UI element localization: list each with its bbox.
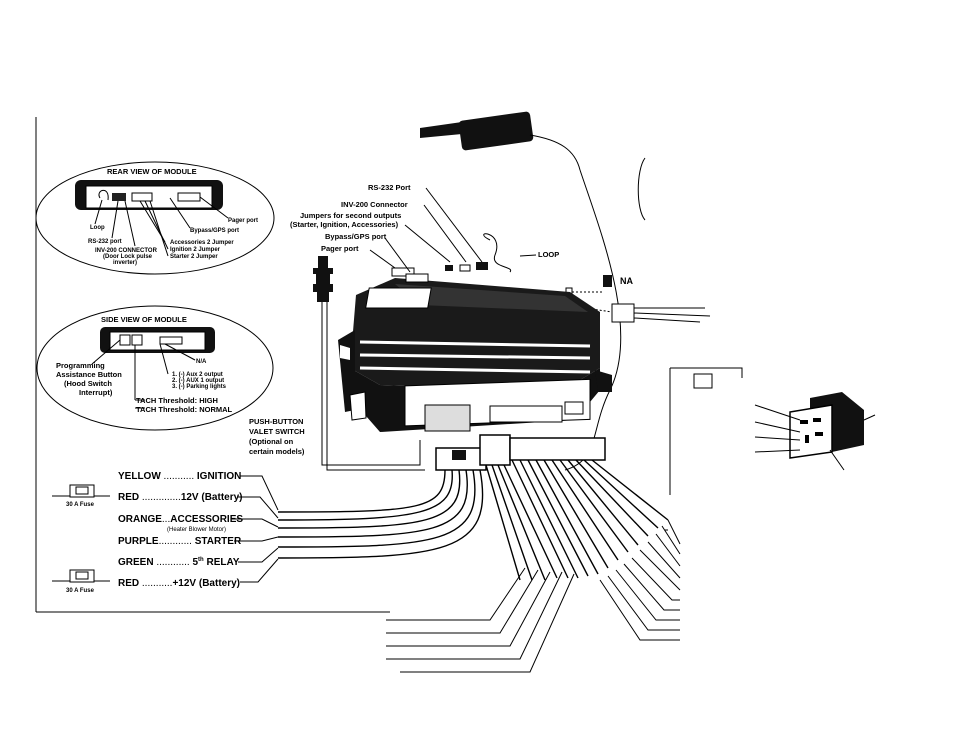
main-module <box>338 233 612 432</box>
tach-high-label: TACH Threshold: HIGH <box>136 396 218 405</box>
side-view-oval <box>36 305 274 431</box>
side-view-title: SIDE VIEW OF MODULE <box>101 315 187 324</box>
side-na-label: N/A <box>196 359 207 365</box>
rear-view-title: REAR VIEW OF MODULE <box>107 167 197 176</box>
aux2-label: 1. (-) Aux 2 output <box>172 372 223 378</box>
valet-label-2: VALET SWITCH <box>249 427 305 436</box>
wire-green: GREEN ............ 5th RELAY <box>118 557 240 568</box>
jumpers-label-2: (Starter, Ignition, Accessories) <box>290 220 399 229</box>
partial-frame <box>669 367 743 495</box>
relay-plug <box>611 303 635 323</box>
main-harness-connector <box>509 437 606 461</box>
key-antenna <box>420 111 622 471</box>
fuse-1: 30 A Fuse <box>52 484 110 508</box>
valet-wire <box>321 302 421 466</box>
wire-yellow: YELLOW ........... IGNITION <box>118 471 241 482</box>
rear-view-oval <box>35 161 275 275</box>
fuse-1-label: 30 A Fuse <box>66 502 95 508</box>
module-label-plate <box>365 287 432 309</box>
wire-orange-note: (Heater Blower Motor) <box>167 527 226 533</box>
rear-starter2-label: Starter 2 Jumper <box>170 254 218 260</box>
na-connector <box>603 275 612 287</box>
pager-socket <box>177 192 201 202</box>
rear-inv200-label-2: (Door Lock pulse <box>103 254 153 260</box>
wire-red-1: RED ..............12V (Battery) <box>118 492 243 503</box>
rear-inv200-label-1: INV-200 CONNECTOR <box>95 248 158 254</box>
key-blade <box>420 122 462 138</box>
loop-wire <box>98 189 109 201</box>
valet-button <box>318 256 328 268</box>
prog-label-4: Interrupt) <box>79 388 113 397</box>
tach-normal-label: TACH Threshold: NORMAL <box>136 405 233 414</box>
prog-label-1: Programming <box>56 361 105 370</box>
side-view-callout: SIDE VIEW OF MODULE Programming Assistan… <box>36 305 274 431</box>
tach-switch <box>131 334 143 346</box>
fuse-2-label: 30 A Fuse <box>66 588 95 594</box>
loop-label: LOOP <box>538 250 559 259</box>
rs232-socket <box>112 193 126 201</box>
relay <box>754 392 876 471</box>
valet-switch <box>313 256 425 471</box>
rs232-port-label: RS-232 Port <box>368 183 411 192</box>
aux1-label: 2. (-) AUX 1 output <box>172 378 224 384</box>
programming-button <box>119 334 131 346</box>
rear-accessories2-label: Accessories 2 Jumper <box>170 240 234 246</box>
rear-loop-label: Loop <box>90 225 105 231</box>
valet-label-4: certain models) <box>249 447 305 456</box>
key-head <box>458 111 534 151</box>
prog-label-3: (Hood Switch <box>64 379 112 388</box>
rear-pager-label: Pager port <box>228 218 258 224</box>
module-loop-wire <box>483 233 512 273</box>
rear-inv200-label-3: inverter) <box>113 260 137 266</box>
rear-rs232-label: RS-232 port <box>88 239 122 245</box>
pager-port-label: Pager port <box>321 244 359 253</box>
wire-purple: PURPLE............ STARTER <box>118 536 242 547</box>
jumpers-label-1: Jumpers for second outputs <box>300 211 401 220</box>
valet-label-1: PUSH-BUTTON <box>249 417 303 426</box>
jumper-block <box>131 192 153 202</box>
wire-orange: ORANGE...ACCESSORIES <box>118 514 243 525</box>
small-harness-connector <box>479 434 511 466</box>
na-label: NA <box>620 276 633 286</box>
rear-view-callout: REAR VIEW OF MODULE Loop RS-232 port INV… <box>35 161 275 275</box>
side-connector <box>159 336 183 345</box>
bypass-port-label: Bypass/GPS port <box>325 232 387 241</box>
inv200-connector-label: INV-200 Connector <box>341 200 408 209</box>
prog-label-2: Assistance Button <box>56 370 122 379</box>
fuse-2: 30 A Fuse <box>52 569 110 594</box>
partial-box-edge <box>637 157 646 221</box>
parking-label: 3. (-) Parking lights <box>172 384 227 390</box>
rear-bypass-label: Bypass/GPS port <box>190 228 239 234</box>
wire-red-2: RED ...........+12V (Battery) <box>118 578 240 589</box>
valet-label-3: (Optional on <box>249 437 294 446</box>
rear-ignition2-label: Ignition 2 Jumper <box>170 247 221 253</box>
